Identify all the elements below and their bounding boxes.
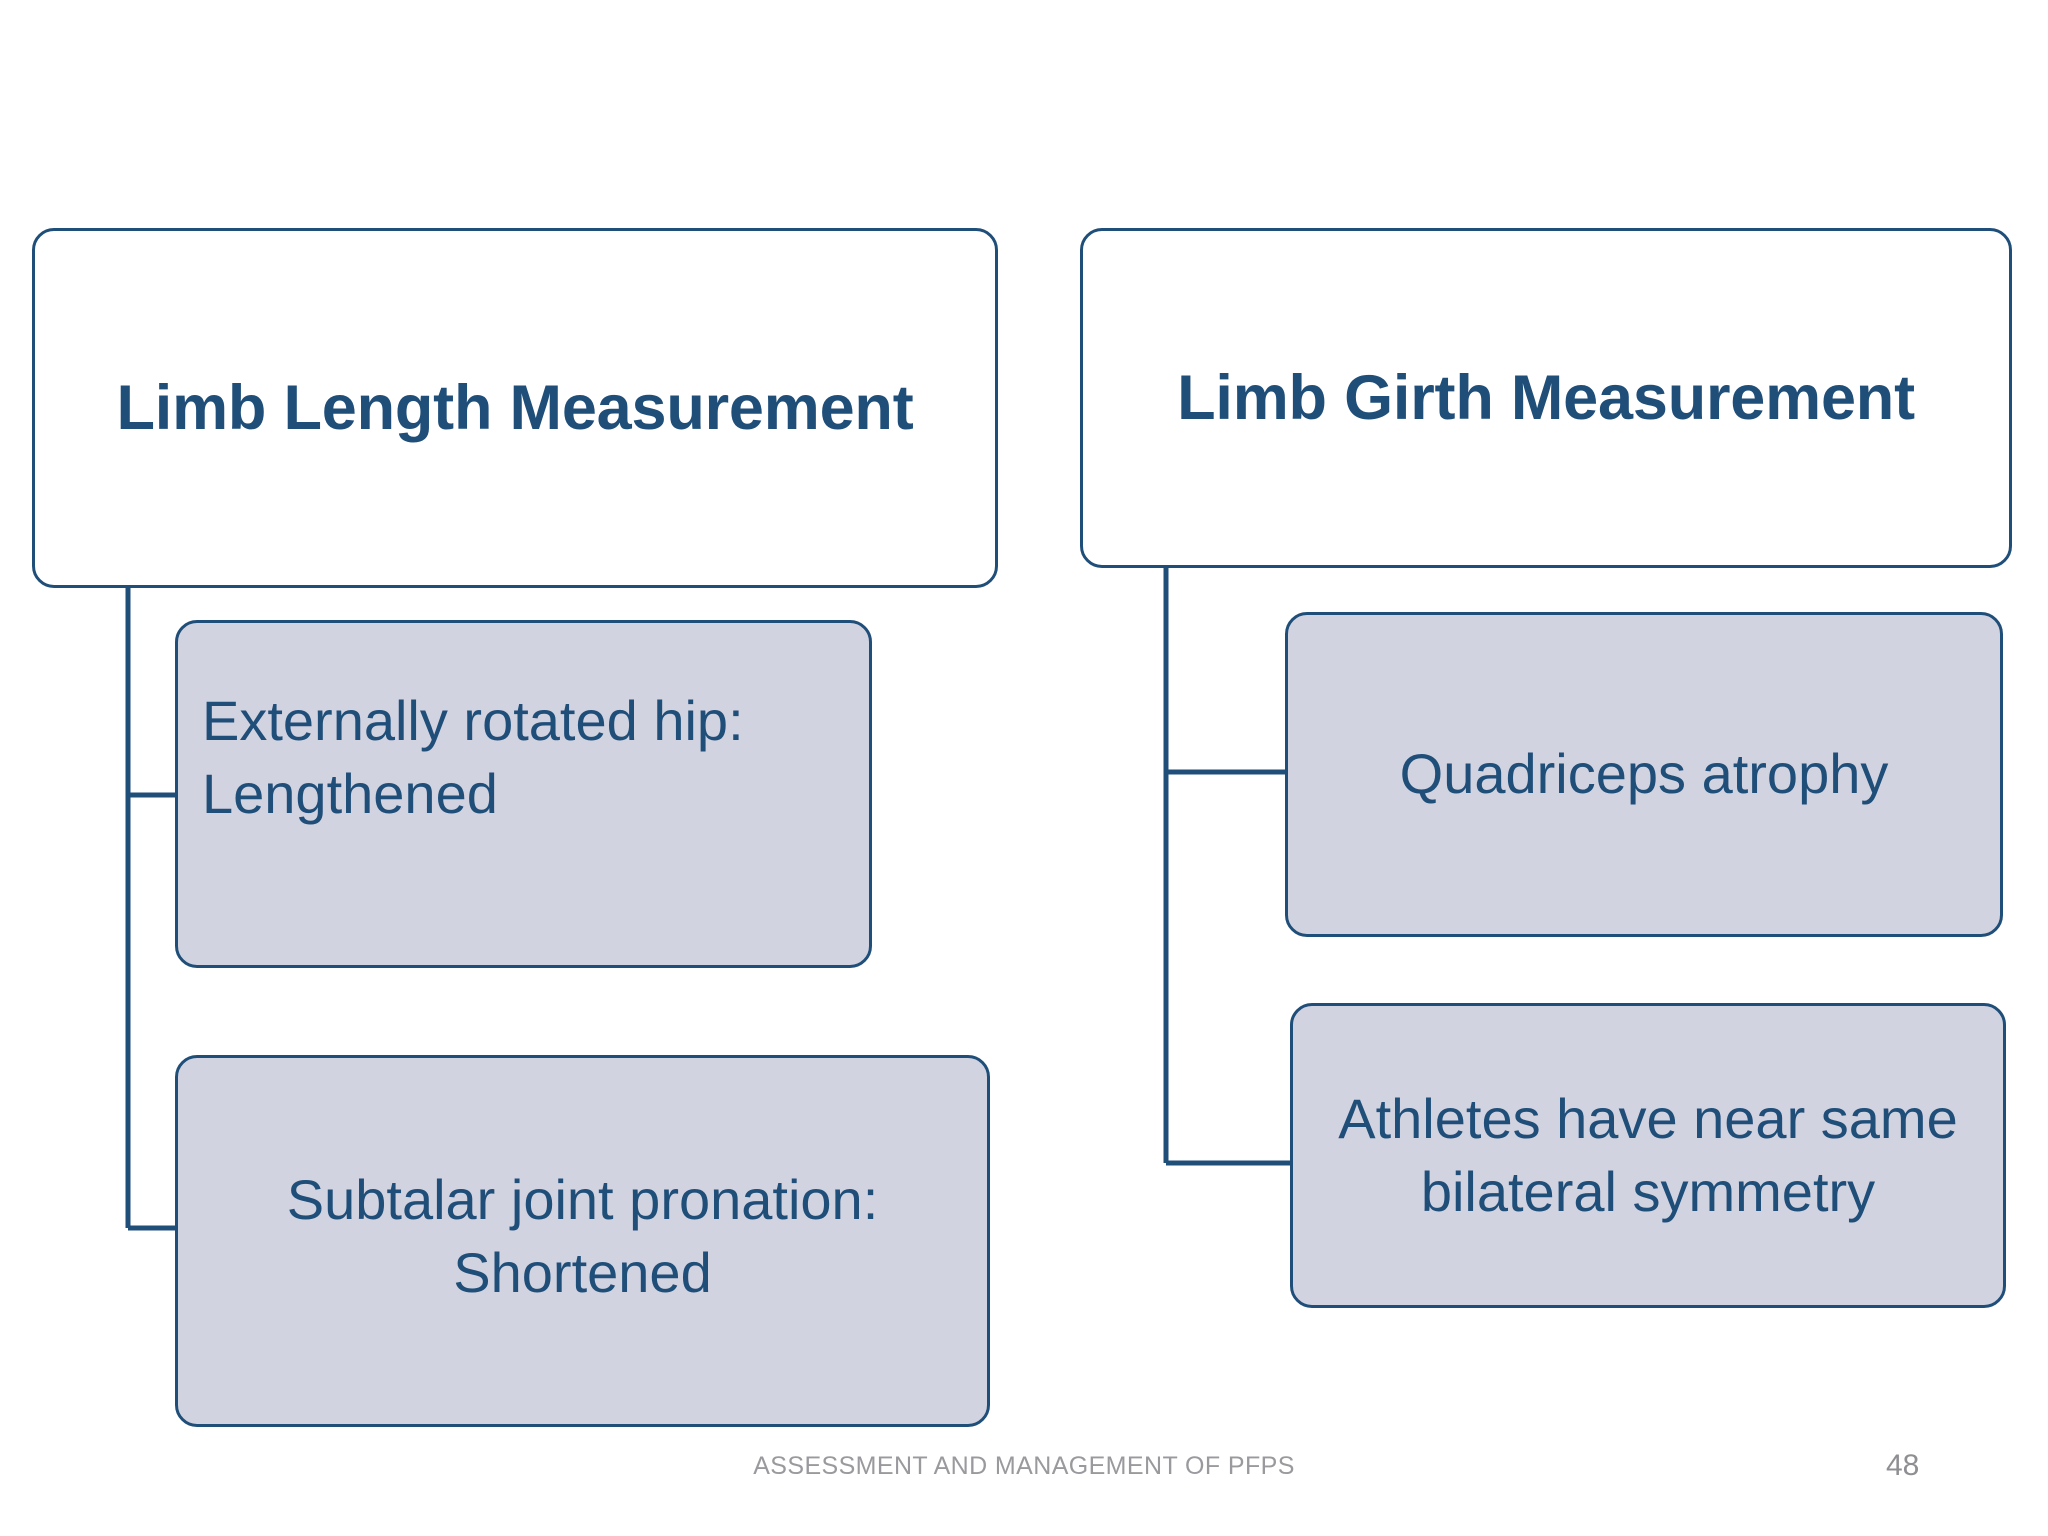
leaf-box-quadriceps-atrophy[interactable]: Quadriceps atrophy <box>1285 612 2003 937</box>
leaf-label-externally-rotated-hip: Externally rotated hip: Lengthened <box>202 689 744 825</box>
header-box-limb-length[interactable]: Limb Length Measurement <box>32 228 998 588</box>
header-label-limb-girth: Limb Girth Measurement <box>1177 362 1915 433</box>
leaf-box-externally-rotated-hip[interactable]: Externally rotated hip: Lengthened <box>175 620 872 968</box>
footer-title: ASSESSMENT AND MANAGEMENT OF PFPS <box>753 1452 1295 1480</box>
leaf-label-quadriceps-atrophy: Quadriceps atrophy <box>1399 742 1889 806</box>
leaf-label-subtalar-joint-pronation: Subtalar joint pronation: Shortened <box>286 1168 879 1304</box>
leaf-label-bilateral-symmetry: Athletes have near same bilateral symmet… <box>1338 1086 1958 1223</box>
header-label-limb-length: Limb Length Measurement <box>116 372 914 443</box>
leaf-box-bilateral-symmetry[interactable]: Athletes have near same bilateral symmet… <box>1290 1003 2006 1308</box>
header-box-limb-girth[interactable]: Limb Girth Measurement <box>1080 228 2012 568</box>
slide-page-number: 48 <box>1886 1449 1920 1482</box>
leaf-box-subtalar-joint-pronation[interactable]: Subtalar joint pronation: Shortened <box>175 1055 990 1427</box>
